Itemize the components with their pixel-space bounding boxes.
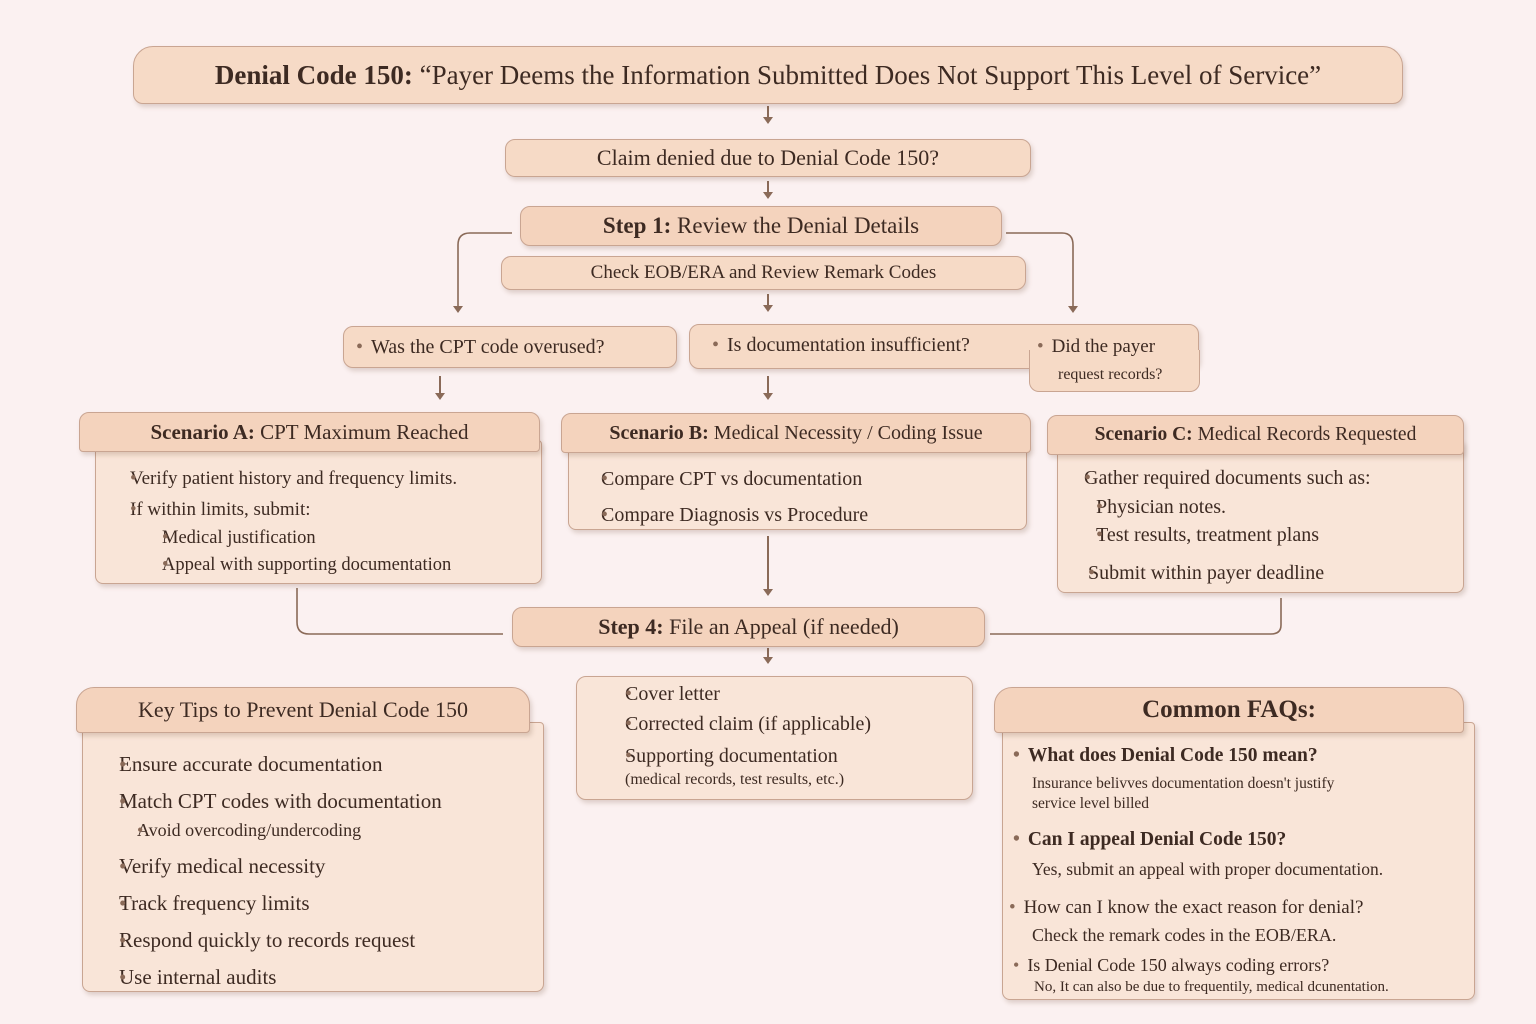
step1-sub-box: Check EOB/ERA and Review Remark Codes — [501, 256, 1026, 290]
connector-scenario-c-to-step4 — [990, 598, 1282, 635]
scenario-c-body: Gather required documents such as: Physi… — [1057, 440, 1464, 593]
check-a-box: • Was the CPT code overused? — [343, 326, 677, 368]
check-b-text: •Is documentation insufficient? — [712, 334, 970, 356]
arrow-scenario-b-to-step4 — [764, 536, 772, 596]
scenario-a-item: Verify patient history and frequency lim… — [108, 463, 457, 494]
tip-item: Respond quickly to records request — [97, 921, 442, 959]
step4-box: Step 4: File an Appeal (if needed) — [512, 607, 985, 647]
step1-title: Step 1: Review the Denial Details — [602, 213, 920, 238]
arrow-title-to-question — [764, 106, 772, 124]
arrow-sub-to-checks — [764, 294, 772, 312]
title-banner: Denial Code 150: “Payer Deems the Inform… — [133, 46, 1403, 104]
tips-header: Key Tips to Prevent Denial Code 150 — [76, 687, 530, 733]
arrow-check-a — [436, 376, 444, 400]
step4-item: Corrected claim (if applicable) — [599, 709, 871, 739]
scenario-c-subitem: Physician notes. — [1068, 493, 1371, 521]
scenario-a-header: Scenario A: CPT Maximum Reached — [79, 412, 540, 452]
connector-step1-left — [457, 232, 512, 306]
scenario-a-subitem: Appeal with supporting documentation — [108, 552, 457, 579]
faq-body: •What does Denial Code 150 mean? Insuran… — [1002, 722, 1475, 1000]
step4-item: Supporting documentation — [599, 739, 871, 773]
faq-question: •Can I appeal Denial Code 150? — [1013, 829, 1287, 850]
step1-sub-text: Check EOB/ERA and Review Remark Codes — [590, 262, 937, 283]
step1-box: Step 1: Review the Denial Details — [520, 206, 1002, 246]
scenario-b-item: Compare Diagnosis vs Procedure — [583, 497, 868, 533]
connector-step1-right — [1006, 232, 1074, 306]
faq-question: •Is Denial Code 150 always coding errors… — [1013, 955, 1330, 975]
check-c-box — [1029, 350, 1200, 392]
check-c-text-line2: request records? — [1058, 366, 1163, 383]
tips-body: Ensure accurate documentation Match CPT … — [82, 722, 544, 995]
arrowhead — [1068, 306, 1078, 313]
step4-title: Step 4: File an Appeal (if needed) — [598, 614, 899, 639]
faq-question: •What does Denial Code 150 mean? — [1013, 745, 1318, 766]
faq-answer: service level billed — [1032, 795, 1150, 812]
scenario-a-body: Verify patient history and frequency lim… — [95, 440, 542, 584]
scenario-b-body: Compare CPT vs documentation Compare Dia… — [568, 440, 1027, 533]
scenario-c-item: Gather required documents such as: — [1068, 463, 1371, 493]
bullet-icon: • — [712, 334, 720, 356]
scenario-a-item: If within limits, submit: — [108, 494, 457, 525]
arrowhead — [453, 306, 463, 313]
tip-subitem: Avoid overcoding/undercoding — [97, 819, 442, 841]
step4-list-box: Cover letter Corrected claim (if applica… — [576, 676, 973, 800]
faq-answer: Yes, submit an appeal with proper docume… — [1032, 859, 1384, 879]
step4-item: Cover letter — [599, 679, 871, 709]
check-c-text: •Did the payer — [1037, 336, 1156, 357]
question-box: Claim denied due to Denial Code 150? — [505, 139, 1031, 177]
bullet-icon: • — [1037, 336, 1044, 357]
faq-question: •How can I know the exact reason for den… — [1009, 897, 1364, 918]
tip-item: Ensure accurate documentation — [97, 745, 442, 783]
tip-item: Track frequency limits — [97, 885, 442, 921]
arrow-question-to-step1 — [764, 181, 772, 199]
scenario-c-subitem: Test results, treatment plans — [1068, 521, 1371, 549]
faq-answer: Check the remark codes in the EOB/ERA. — [1032, 925, 1337, 945]
faq-header: Common FAQs: — [994, 687, 1464, 733]
arrow-check-b — [764, 376, 772, 400]
faq-answer: Insurance belivves documentation doesn't… — [1032, 775, 1335, 792]
tip-item: Verify medical necessity — [97, 847, 442, 885]
tip-item: Use internal audits — [97, 959, 442, 995]
scenario-a-subitem: Medical justification — [108, 525, 457, 552]
page-title: Denial Code 150: “Payer Deems the Inform… — [214, 59, 1322, 90]
bullet-icon: • — [356, 335, 364, 358]
tip-item: Match CPT codes with documentation — [97, 783, 442, 819]
scenario-c-header: Scenario C: Medical Records Requested — [1047, 415, 1464, 455]
step4-note: (medical records, test results, etc.) — [625, 771, 845, 788]
arrow-step4-to-list — [764, 648, 772, 664]
scenario-b-header: Scenario B: Medical Necessity / Coding I… — [561, 413, 1031, 453]
faq-answer: No, It can also be due to frequentily, m… — [1034, 979, 1389, 995]
connector-scenario-a-to-step4 — [296, 588, 503, 635]
scenario-c-item: Submit within payer deadline — [1068, 559, 1371, 587]
check-a-text: Was the CPT code overused? — [371, 335, 605, 358]
question-text: Claim denied due to Denial Code 150? — [596, 145, 940, 170]
scenario-b-item: Compare CPT vs documentation — [583, 461, 868, 497]
